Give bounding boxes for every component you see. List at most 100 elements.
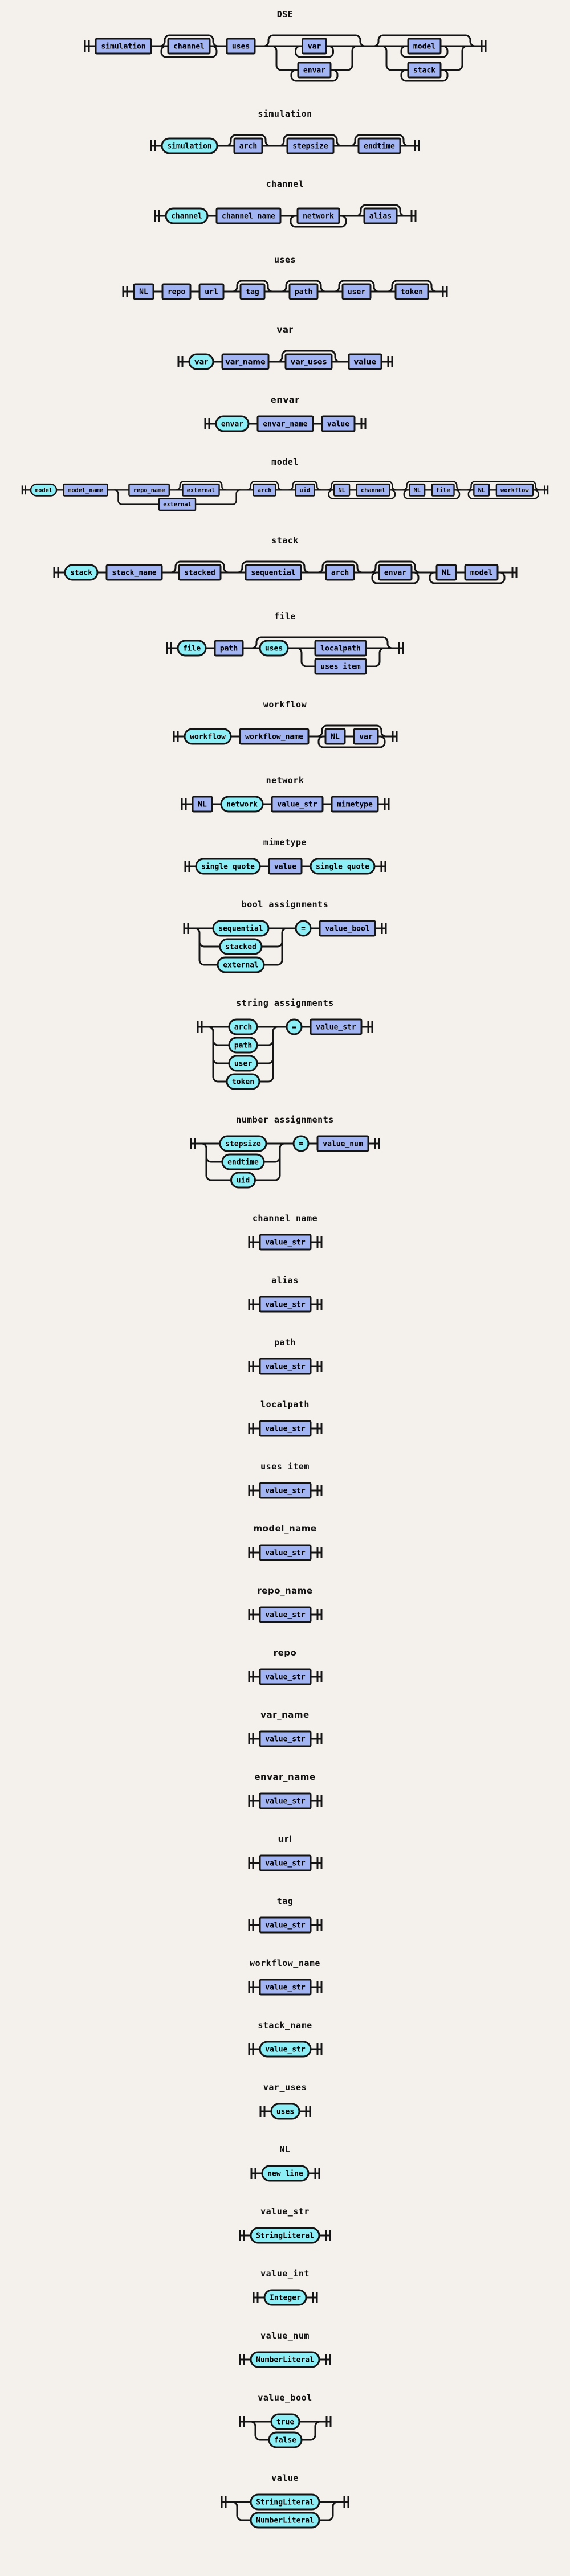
box-label: arch <box>239 142 257 151</box>
box-label: model <box>470 568 492 577</box>
box-label: external <box>223 961 259 969</box>
section-title: value <box>271 2472 299 2483</box>
terminal-box <box>263 2289 307 2306</box>
box-label: external <box>187 487 215 494</box>
box-label: envar <box>303 67 325 75</box>
section-title: var_uses <box>263 2082 307 2092</box>
nonterminal-box <box>301 38 327 55</box>
section-title: value_bool <box>258 2392 312 2403</box>
box-label: uses <box>231 43 249 51</box>
bypass-arc <box>280 280 327 293</box>
bypass-arc <box>333 280 380 293</box>
box-label: network <box>226 800 258 809</box>
nonterminal-box <box>321 415 355 432</box>
box-label: = <box>301 924 306 933</box>
box-label: sequential <box>218 924 263 933</box>
terminal-box <box>228 1018 258 1035</box>
section-title: value_int <box>260 2268 310 2279</box>
section-title: envar_name <box>254 1771 316 1782</box>
nonterminal-box <box>239 283 266 300</box>
box-label: channel <box>173 43 205 51</box>
section-title: envar <box>270 395 300 405</box>
loop-arc <box>290 69 338 82</box>
rail-arc <box>236 2514 243 2521</box>
railroad-diagram: value_str <box>246 1791 324 1811</box>
box-label: stack_name <box>112 568 156 577</box>
loop-arc <box>160 45 217 58</box>
box-label: value_str <box>265 1735 306 1743</box>
box-label: value_num <box>323 1140 363 1148</box>
box-label: StringLiteral <box>256 2498 314 2507</box>
box-label: envar <box>384 568 406 577</box>
rail-arc <box>267 1039 274 1046</box>
box-label: path <box>234 1041 252 1050</box>
nonterminal-box <box>259 1606 311 1623</box>
box-label: path <box>295 288 312 297</box>
section-title: string assignments <box>236 997 334 1008</box>
railroad-diagram: value_str <box>246 1232 324 1252</box>
box-label: arch <box>234 1023 252 1031</box>
section-title: model <box>271 457 299 467</box>
nonterminal-box <box>259 1420 311 1437</box>
section-title: channel <box>266 179 304 189</box>
box-label: envar <box>221 420 243 429</box>
loop-arc <box>467 489 539 499</box>
box-label: file <box>183 644 201 653</box>
box-label: repo_name <box>133 487 165 494</box>
railroad-diagram: value_str <box>246 2039 324 2059</box>
loop-arc <box>400 69 448 82</box>
nonterminal-box <box>356 483 390 497</box>
box-label: var <box>307 43 321 51</box>
nonterminal-box <box>245 564 302 581</box>
terminal-box <box>228 1055 258 1072</box>
box-label: endtime <box>364 142 395 151</box>
nonterminal-box <box>259 1544 311 1561</box>
box-label: value <box>353 358 376 367</box>
box-label: value_str <box>316 1023 356 1031</box>
box-label: uses item <box>320 662 361 671</box>
box-label: var <box>359 732 373 741</box>
bypass-arc <box>349 134 409 147</box>
rail-arc <box>274 1156 281 1163</box>
nonterminal-box <box>325 564 355 581</box>
rail-arc <box>212 1039 219 1046</box>
box-label: value <box>327 420 349 429</box>
section-title: bool assignments <box>241 899 329 910</box>
section-title: uses <box>274 255 296 265</box>
nonterminal-box <box>297 62 331 79</box>
rail-arc <box>232 500 237 505</box>
bypass-arc <box>317 560 363 574</box>
bypass-arc <box>251 636 393 649</box>
nonterminal-box <box>259 1854 311 1871</box>
box-label: = <box>292 1023 296 1031</box>
rail-arc <box>198 959 205 966</box>
bypass-arc <box>386 280 437 293</box>
nonterminal-box <box>259 1296 311 1313</box>
loop-arc <box>371 571 419 584</box>
railroad-diagram: value_str <box>246 1294 324 1314</box>
section-title: alias <box>271 1275 299 1285</box>
bypass-arc <box>327 481 397 491</box>
box-label: arch <box>331 568 348 577</box>
nonterminal-box <box>353 728 378 745</box>
box-label: Integer <box>270 2294 301 2302</box>
